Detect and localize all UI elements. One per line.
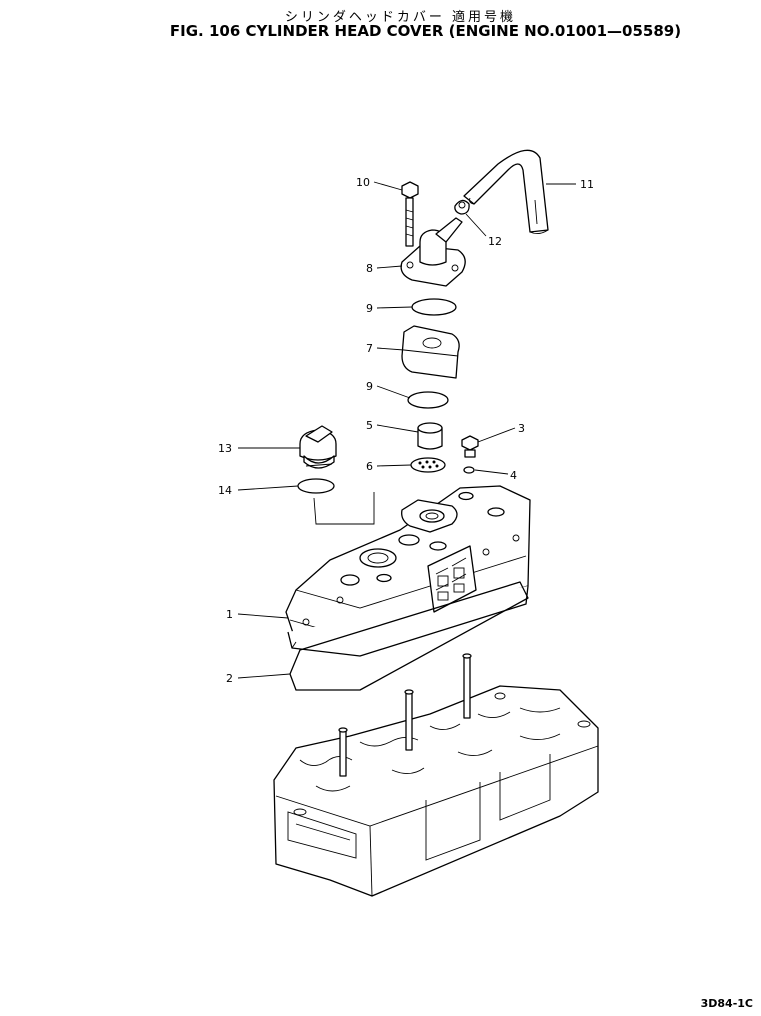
part-12-hose-clip	[454, 199, 470, 215]
part-9-o-ring-lower	[407, 391, 449, 409]
part-10-bolt	[401, 181, 419, 247]
part-9-o-ring-upper	[411, 298, 457, 316]
callout-10: 10	[356, 176, 370, 189]
callout-2: 2	[226, 672, 233, 685]
cylinder-head	[273, 653, 599, 897]
callout-5: 5	[366, 419, 373, 432]
callout-7: 7	[366, 342, 373, 355]
callout-11: 11	[580, 178, 594, 191]
part-11-breather-hose	[463, 149, 549, 235]
leader-lines	[237, 181, 576, 679]
part-14-o-ring	[297, 478, 335, 494]
callout-13: 13	[218, 442, 232, 455]
callout-3: 3	[518, 422, 525, 435]
figure-title: FIG. 106 CYLINDER HEAD COVER (ENGINE NO.…	[169, 22, 682, 40]
callout-9-lower: 9	[366, 380, 373, 393]
callout-6: 6	[366, 460, 373, 473]
part-8-breather-cover	[400, 217, 466, 287]
callout-8: 8	[366, 262, 373, 275]
figure-title-japanese: シリンダヘッドカバー 適用号機	[284, 10, 517, 25]
part-1-head-cover	[285, 485, 531, 657]
callout-4: 4	[510, 469, 517, 482]
callout-14: 14	[218, 484, 232, 497]
callout-9-upper: 9	[366, 302, 373, 315]
drawing-code: 3D84-1C	[700, 997, 753, 1010]
reference-line	[313, 492, 375, 525]
part-5-cap	[417, 422, 443, 450]
callout-12: 12	[488, 235, 502, 248]
part-6-filter-element	[410, 457, 446, 473]
part-3-plug	[461, 435, 479, 458]
part-4-washer	[463, 466, 475, 474]
part-13-filler-cap	[299, 425, 337, 469]
part-2-gasket	[289, 581, 529, 691]
part-7-spacer	[401, 325, 460, 379]
callout-1: 1	[226, 608, 233, 621]
